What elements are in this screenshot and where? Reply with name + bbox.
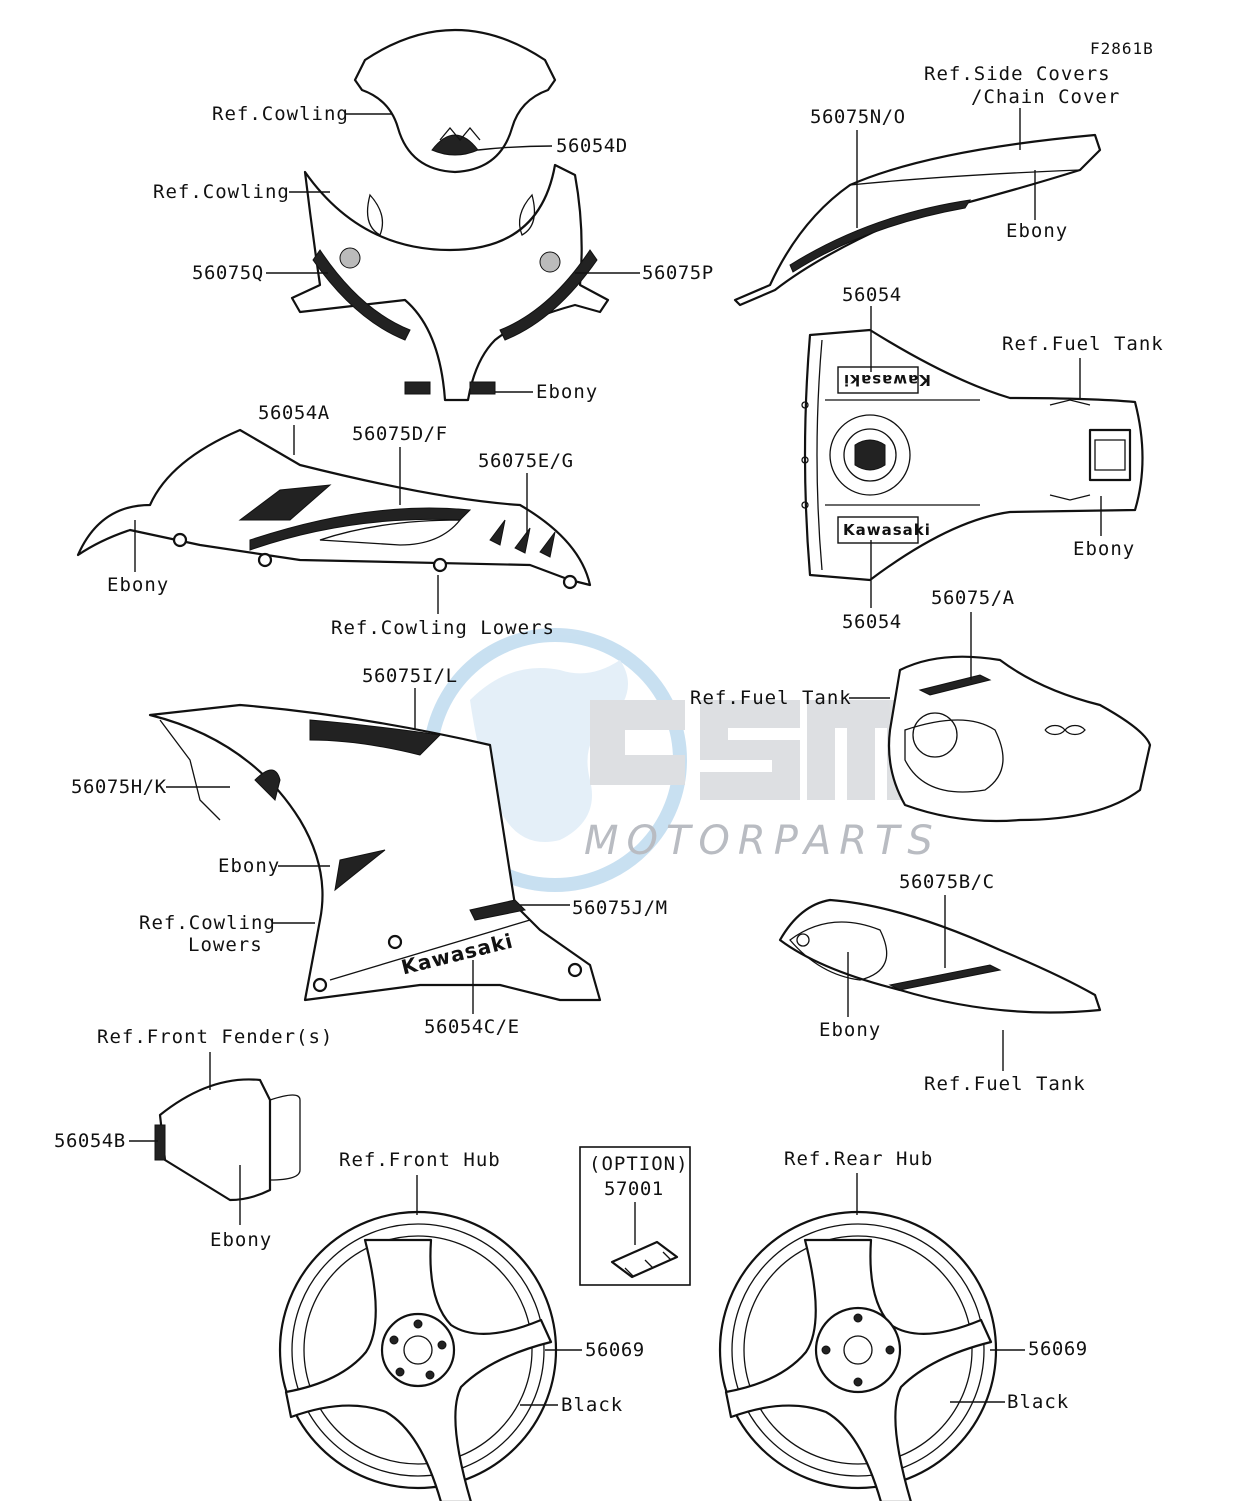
upper-cowling-front bbox=[290, 163, 610, 402]
label-ref-cowling-lowers-1: Ref.Cowling Lowers bbox=[331, 617, 555, 639]
windscreen-part bbox=[353, 29, 557, 174]
label-option: (OPTION) bbox=[589, 1153, 689, 1175]
label-56075A: 56075/A bbox=[931, 587, 1015, 609]
label-56054-top: 56054 bbox=[842, 284, 902, 306]
rear-wheel bbox=[718, 1210, 998, 1501]
label-ebony-front: Ebony bbox=[536, 381, 599, 403]
tank-side-panel bbox=[887, 655, 1152, 823]
label-56075NO: 56075N/O bbox=[810, 106, 906, 128]
label-ref-cowling-top: Ref.Cowling bbox=[212, 103, 349, 125]
label-black-rear: Black bbox=[1007, 1391, 1070, 1413]
label-ref-cowling-lowers-2b: Lowers bbox=[188, 934, 263, 956]
label-56069-rear: 56069 bbox=[1028, 1338, 1088, 1360]
upper-side-cowling bbox=[76, 428, 592, 590]
watermark-logo bbox=[423, 628, 915, 892]
label-ref-fuel-tank-2: Ref.Fuel Tank bbox=[690, 687, 852, 709]
label-ref-front-fender: Ref.Front Fender(s) bbox=[97, 1026, 334, 1048]
front-fender bbox=[154, 1078, 301, 1202]
label-57001: 57001 bbox=[604, 1178, 664, 1200]
label-ref-side-covers-b: /Chain Cover bbox=[971, 86, 1121, 108]
label-56069-front: 56069 bbox=[585, 1339, 645, 1361]
label-ref-front-hub: Ref.Front Hub bbox=[339, 1149, 501, 1171]
label-56054D: 56054D bbox=[556, 135, 628, 157]
figure-id: F2861B bbox=[1090, 39, 1154, 58]
label-56075HK: 56075H/K bbox=[71, 776, 167, 798]
label-56054-bottom: 56054 bbox=[842, 611, 902, 633]
option-box bbox=[579, 1146, 691, 1286]
label-56054B: 56054B bbox=[54, 1130, 126, 1152]
label-ebony-side-cover: Ebony bbox=[1006, 220, 1069, 242]
label-ref-rear-hub: Ref.Rear Hub bbox=[784, 1148, 934, 1170]
tank-decal-top-text: Kawasaki bbox=[843, 371, 931, 389]
label-ebony-tank-cover: Ebony bbox=[819, 1019, 882, 1041]
label-56075EG: 56075E/G bbox=[478, 450, 574, 472]
label-56075P: 56075P bbox=[642, 262, 714, 284]
label-ref-fuel-tank-3: Ref.Fuel Tank bbox=[924, 1073, 1086, 1095]
label-ref-cowling-lowers-2a: Ref.Cowling bbox=[139, 912, 276, 934]
label-ebony-tank: Ebony bbox=[1073, 538, 1136, 560]
front-wheel bbox=[278, 1210, 558, 1501]
watermark-tagline: MOTORPARTS bbox=[584, 818, 941, 864]
label-56075IL: 56075I/L bbox=[362, 665, 458, 687]
label-ebony-lower: Ebony bbox=[218, 855, 281, 877]
label-ebony-upper-side: Ebony bbox=[107, 574, 170, 596]
label-56054A: 56054A bbox=[258, 402, 330, 424]
label-56054CE: 56054C/E bbox=[424, 1016, 520, 1038]
tank-cover bbox=[778, 898, 1102, 1014]
fuel-tank bbox=[801, 328, 1144, 582]
side-cover bbox=[733, 133, 1102, 307]
label-56075JM: 56075J/M bbox=[572, 897, 668, 919]
label-56075Q: 56075Q bbox=[192, 262, 264, 284]
label-56075DF: 56075D/F bbox=[352, 423, 448, 445]
label-black-front: Black bbox=[561, 1394, 624, 1416]
label-56075BC: 56075B/C bbox=[899, 871, 995, 893]
label-ref-fuel-tank-1: Ref.Fuel Tank bbox=[1002, 333, 1164, 355]
label-ref-side-covers-a: Ref.Side Covers bbox=[924, 63, 1111, 85]
label-ebony-fender: Ebony bbox=[210, 1229, 273, 1251]
label-ref-cowling-2: Ref.Cowling bbox=[153, 181, 290, 203]
leader-lines bbox=[129, 108, 1102, 1406]
tank-decal-bottom-text: Kawasaki bbox=[843, 521, 931, 539]
lower-cowling bbox=[148, 703, 602, 1002]
